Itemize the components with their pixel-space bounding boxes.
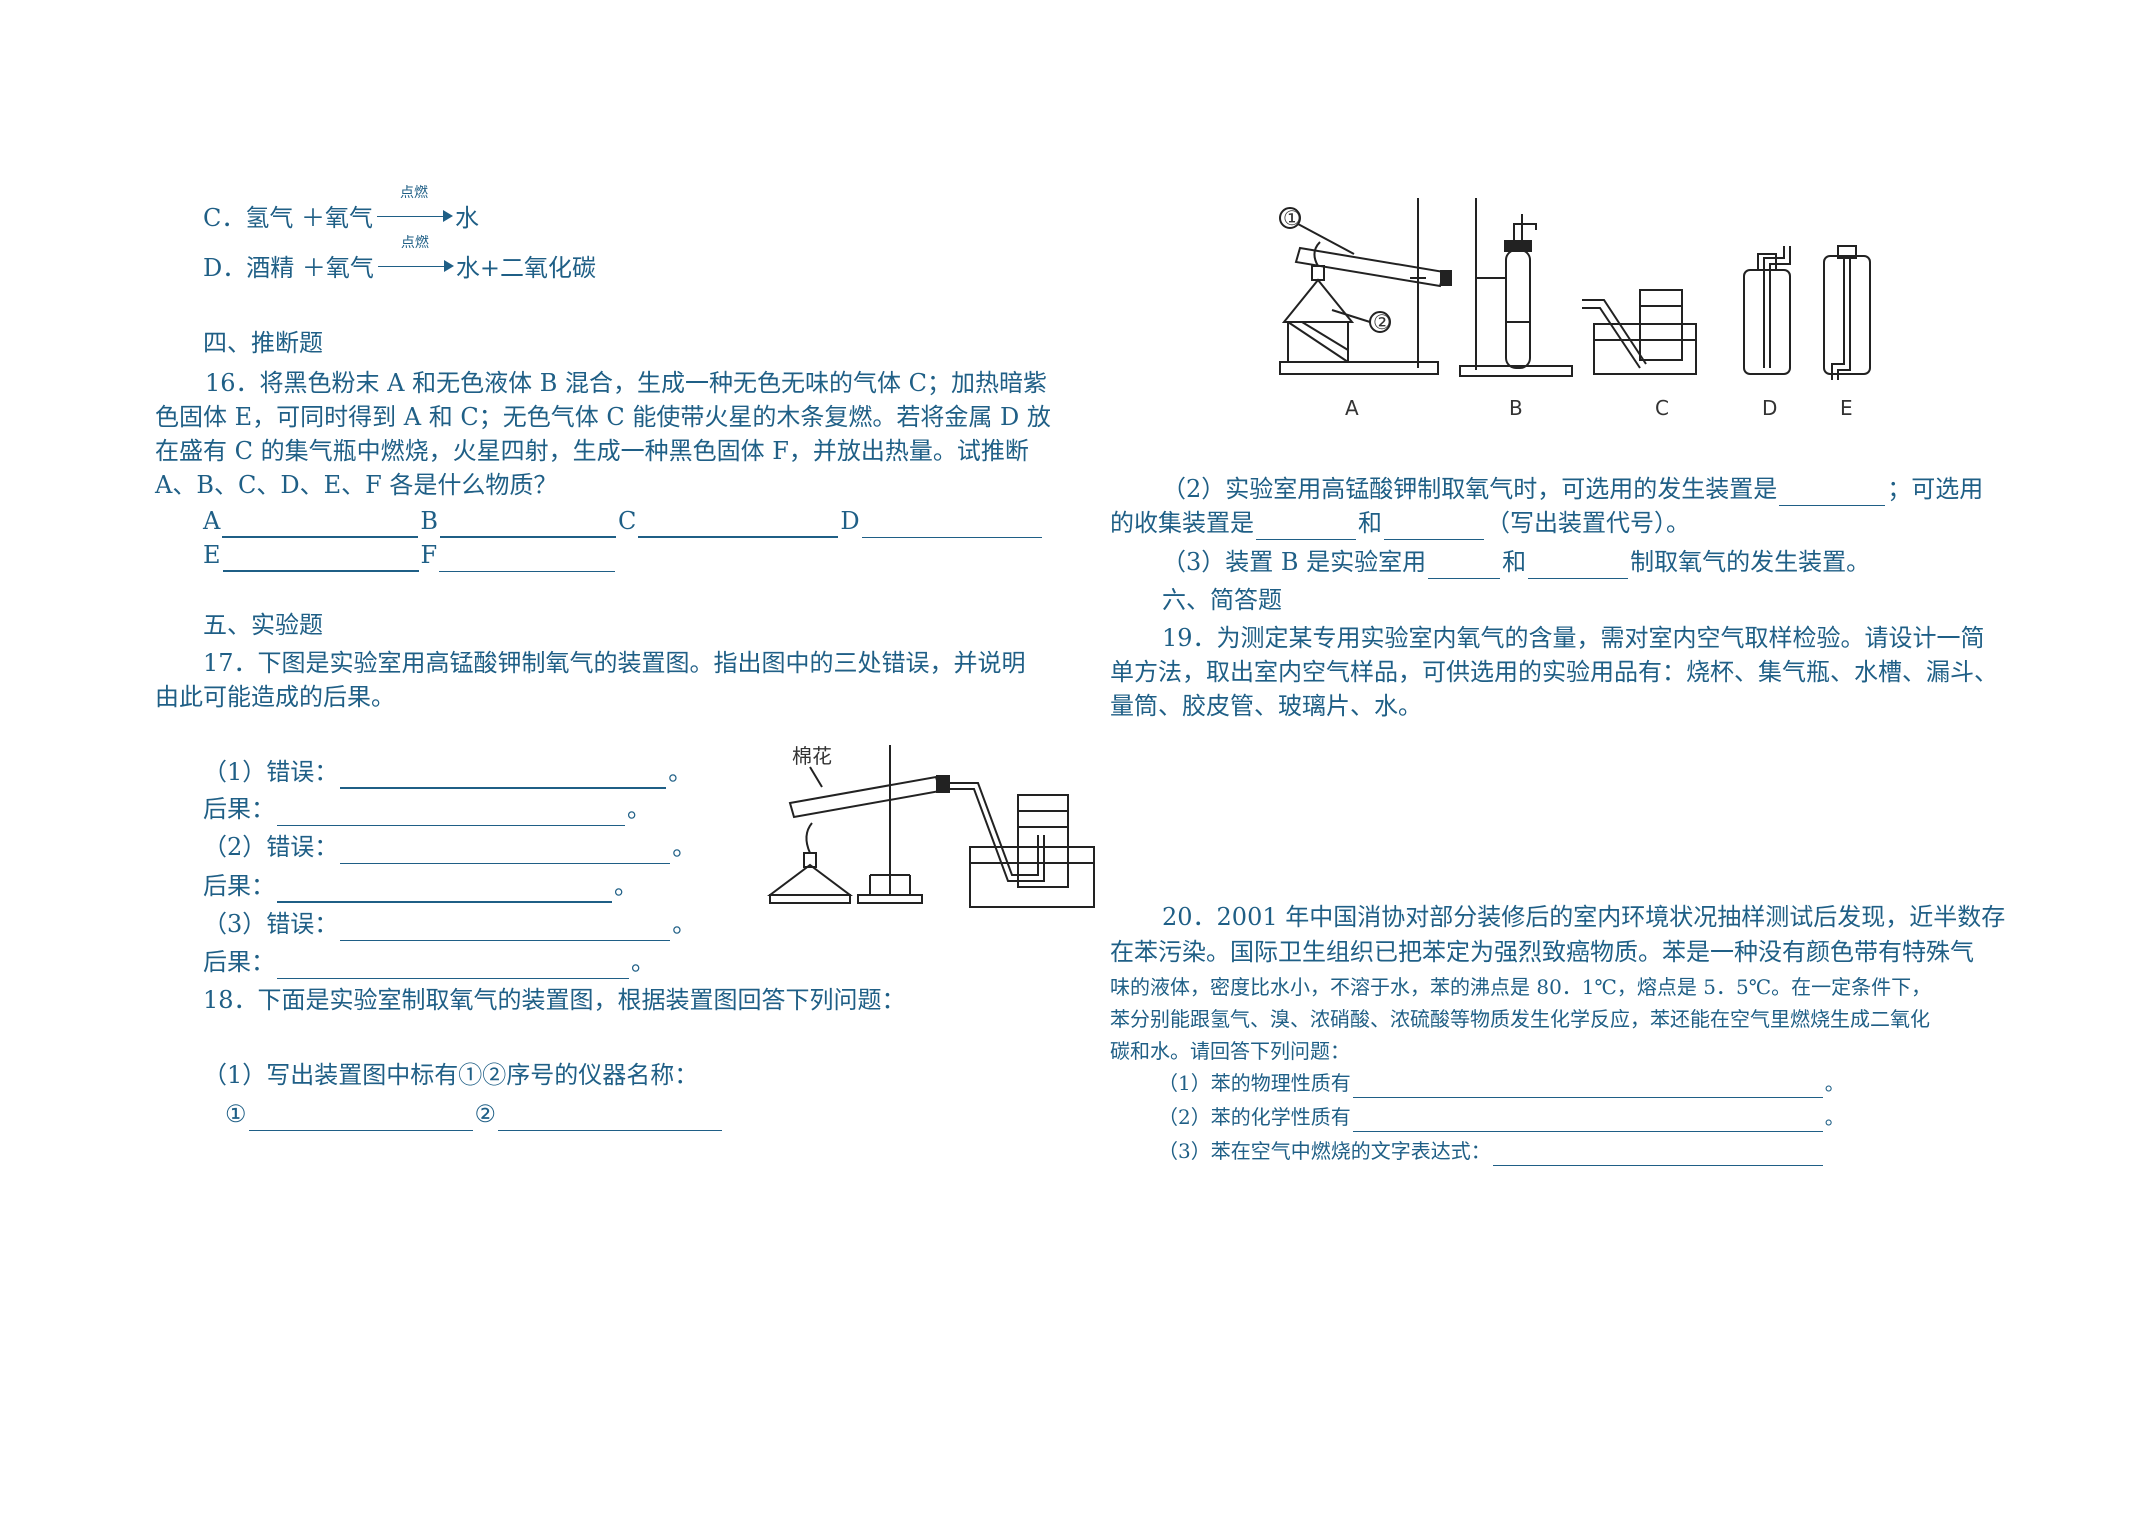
label-e: E [1840, 396, 1853, 420]
option-c: C．氢气 ＋氧气点燃水 [203, 185, 479, 232]
apparatus-e [1823, 245, 1871, 380]
apparatus-a: ① ② [1279, 198, 1452, 375]
error-1-blank[interactable] [340, 761, 667, 789]
label-c: C [1655, 396, 1669, 420]
section-6-heading: 六、简答题 [1162, 586, 1282, 614]
section-5-heading: 五、实验题 [203, 611, 323, 639]
generator-blank[interactable] [1779, 479, 1886, 506]
label-d: D [1762, 396, 1777, 420]
cotton-label: 棉花 [792, 744, 832, 768]
q19-line-2: 单方法，取出室内空气样品，可供选用的实验用品有：烧杯、集气瓶、水槽、漏斗、 [1110, 658, 1998, 686]
q20-line-2: 在苯污染。国际卫生组织已把苯定为强烈致癌物质。苯是一种没有颜色带有特殊气 [1110, 938, 1974, 966]
q18-stem: 18．下面是实验室制取氧气的装置图，根据装置图回答下列问题： [203, 986, 906, 1014]
q20-line-1: 20．2001 年中国消协对部分装修后的室内环境状况抽样测试后发现，近半数存 [1162, 903, 2006, 931]
q16-line-3: 在盛有 C 的集气瓶中燃烧，火星四射，生成一种黑色固体 F，并放出热量。试推断 [155, 437, 1029, 465]
reaction-arrow: 点燃 [376, 236, 454, 276]
q17-error-2: （2）错误：。 [203, 830, 696, 864]
q20-line-4: 苯分别能跟氢气、溴、浓硝酸、浓硫酸等物质发生化学反应，苯还能在空气里燃烧生成二氧… [1110, 1007, 1930, 1031]
q18-1-prompt: （1）写出装置图中标有①②序号的仪器名称： [203, 1061, 699, 1089]
collector-blank-1[interactable] [1256, 513, 1356, 540]
q17-line-1: 17．下图是实验室用高锰酸钾制氧气的装置图。指出图中的三处错误，并说明 [203, 649, 1026, 677]
q17-result-2: 后果：。 [203, 869, 638, 903]
instrument-1-blank[interactable] [248, 1104, 473, 1131]
answer-blank-d[interactable] [861, 511, 1042, 538]
q16-line-1: 16．将黑色粉末 A 和无色液体 B 混合，生成一种无色无味的气体 C；加热暗紫 [205, 369, 1048, 397]
q16-line-2: 色固体 E，可同时得到 A 和 C；无色气体 C 能使带火星的木条复燃。若将金属… [155, 403, 1051, 431]
q19-line-1: 19．为测定某专用实验室内氧气的含量，需对室内空气取样检验。请设计一简 [1162, 624, 1985, 652]
label-a: A [1345, 396, 1359, 420]
q18-3-line: （3）装置 B 是实验室用和制取氧气的发生装置。 [1162, 545, 1870, 579]
reagent-blank-1[interactable] [1428, 552, 1501, 579]
instrument-2-blank[interactable] [498, 1104, 723, 1131]
q17-line-2: 由此可能造成的后果。 [155, 683, 395, 711]
reaction-arrow: 点燃 [375, 186, 453, 226]
q17-error-1: （1）错误：。 [203, 755, 692, 789]
answer-blank-c[interactable] [638, 510, 839, 538]
q20-1: （1）苯的物理性质有。 [1158, 1068, 1845, 1098]
q17-result-3: 后果：。 [203, 945, 655, 979]
q18-2-line-2: 的收集装置是和（写出装置代号）。 [1110, 506, 1690, 540]
q17-apparatus-figure: 棉花 [767, 744, 1095, 908]
answer-blank-b[interactable] [439, 510, 616, 538]
q16-line-4: A、B、C、D、E、F 各是什么物质？ [155, 471, 558, 499]
q19-line-3: 量筒、胶皮管、玻璃片、水。 [1110, 692, 1422, 720]
answer-blank-f[interactable] [439, 545, 616, 572]
error-3-blank[interactable] [340, 914, 671, 941]
marker-1: ① [1283, 206, 1301, 230]
q20-3: （3）苯在空气中燃烧的文字表达式： [1158, 1136, 1825, 1166]
q20-line-5: 碳和水。请回答下列问题： [1110, 1039, 1350, 1063]
chemical-properties-blank[interactable] [1352, 1109, 1823, 1132]
apparatus-d [1743, 246, 1791, 375]
q18-apparatus-figure: ① ② A B C D E [1279, 198, 1871, 420]
q20-line-3: 味的液体，密度比水小，不溶于水，苯的沸点是 80．1℃，熔点是 5．5℃。在一定… [1110, 975, 1932, 999]
collector-blank-2[interactable] [1384, 513, 1484, 540]
result-2-blank[interactable] [277, 875, 612, 903]
answer-blank-e[interactable] [222, 544, 419, 572]
answer-blank-a[interactable] [222, 510, 419, 538]
q18-2-line-1: （2）实验室用高锰酸钾制取氧气时，可选用的发生装置是；可选用 [1162, 472, 1983, 506]
error-2-blank[interactable] [340, 837, 671, 864]
apparatus-b [1459, 198, 1573, 377]
label-b: B [1509, 396, 1523, 420]
section-4-heading: 四、推断题 [203, 329, 323, 357]
q20-2: （2）苯的化学性质有。 [1158, 1102, 1845, 1132]
result-1-blank[interactable] [277, 799, 625, 826]
result-3-blank[interactable] [277, 952, 629, 979]
q17-error-3: （3）错误：。 [203, 907, 696, 941]
word-equation-blank[interactable] [1492, 1143, 1823, 1166]
option-d: D．酒精 ＋氧气点燃水+二氧化碳 [203, 235, 596, 282]
reagent-blank-2[interactable] [1528, 552, 1629, 579]
marker-2: ② [1373, 310, 1391, 334]
apparatus-c [1582, 289, 1697, 375]
q17-result-1: 后果：。 [203, 792, 651, 826]
physical-properties-blank[interactable] [1352, 1075, 1823, 1098]
